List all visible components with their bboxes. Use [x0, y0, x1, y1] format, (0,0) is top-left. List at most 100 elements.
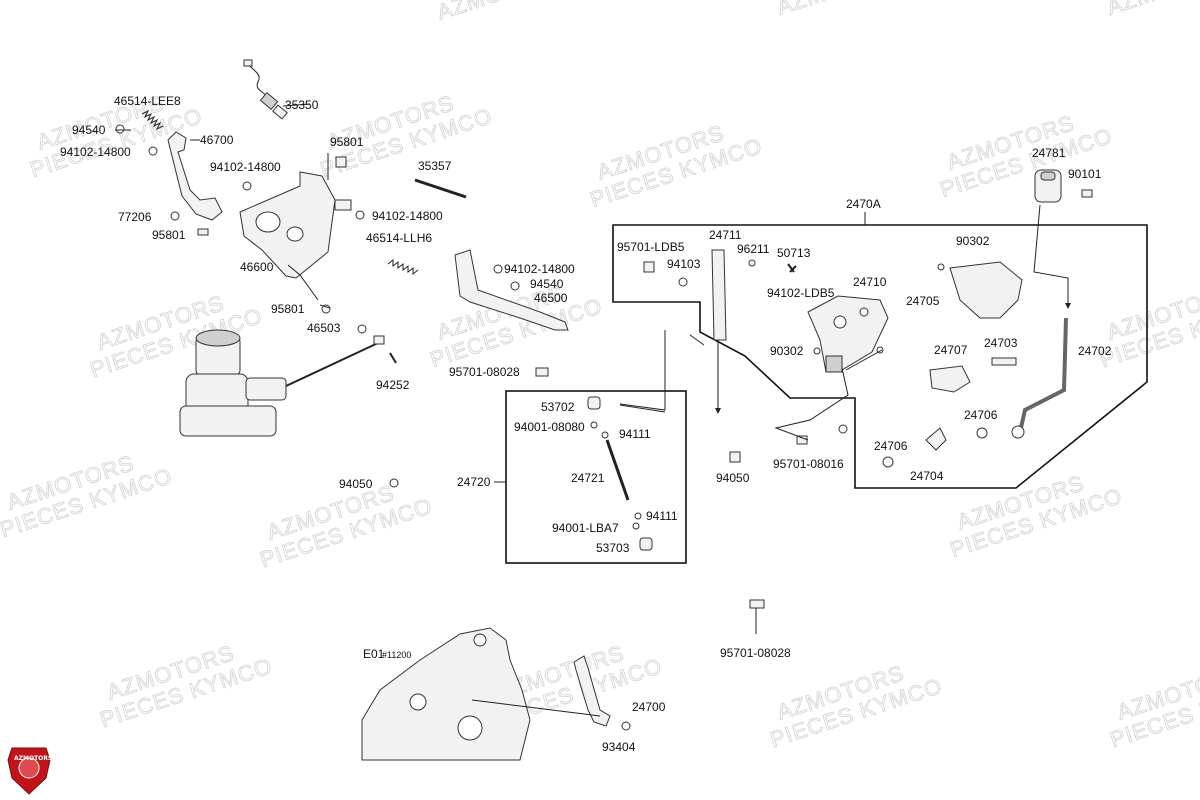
part-94102-14800-washer	[355, 210, 365, 220]
leader-line	[619, 330, 666, 411]
part-label: 94102-14800	[210, 160, 281, 174]
group-label-24720: 24720	[457, 475, 491, 489]
part-24721-rod	[605, 439, 630, 501]
part-label: 24710	[853, 275, 887, 289]
part-46514-LEE8-spring	[141, 109, 164, 131]
part-label: 95701-08016	[773, 457, 844, 471]
part-label: 46514-LEE8	[114, 94, 181, 108]
leader-line	[689, 334, 705, 346]
part-95701-LDB5-bolt	[643, 261, 655, 273]
part-95701-08028-bolt	[535, 367, 549, 377]
arrow-head	[715, 408, 721, 414]
watermark: AZMOTORS PIECES KYMCO	[587, 120, 766, 213]
part-24703-pin	[991, 357, 1017, 366]
leader-line	[845, 349, 883, 371]
part-46700-pedal-lever	[167, 131, 223, 221]
part-24710-plate	[807, 295, 889, 373]
part-94540-washer	[115, 124, 125, 134]
part-label: 95801	[152, 228, 186, 242]
part-label: 90101	[1068, 167, 1102, 181]
part-label: 94111	[619, 427, 651, 441]
part-label: 46503	[307, 321, 341, 335]
knob-top	[1040, 171, 1056, 181]
part-label: 94001-LBA7	[552, 521, 619, 535]
part-label: 95701-08028	[449, 365, 520, 379]
part-24711-link	[711, 249, 727, 341]
part-24702-rod	[1018, 317, 1068, 433]
part-77206-pin	[170, 211, 180, 221]
housing-port	[457, 715, 483, 741]
part-35350-sensor	[243, 59, 288, 120]
leader-line	[1033, 204, 1069, 305]
watermark: AZMOTORS	[433, 0, 567, 25]
part-94102-14800-washer	[148, 146, 158, 156]
part-94111-washer	[601, 431, 609, 439]
part-94102-14800-washer	[493, 264, 503, 274]
part-label: 90302	[956, 234, 990, 248]
engine-ref-label: E01	[363, 647, 385, 661]
part-93404-bolt	[621, 721, 631, 731]
rod-end	[1011, 425, 1025, 439]
arrow-head	[1065, 303, 1071, 309]
part-24700-bracket	[573, 655, 611, 727]
part-90302-nut	[813, 347, 821, 355]
part-label: 46700	[200, 133, 234, 147]
part-95801-bolt	[197, 228, 209, 236]
part-24710-block	[825, 355, 843, 373]
part-label: 24702	[1078, 344, 1112, 358]
part-95701-08028-bolt	[749, 599, 765, 609]
assembly-box-2470A	[612, 224, 1148, 489]
part-shaft	[334, 199, 352, 211]
part-label: 90302	[770, 344, 804, 358]
plate-hole	[833, 315, 847, 329]
part-94050-nut	[729, 451, 741, 463]
part-label: 24706	[964, 408, 998, 422]
part-24706-bushing	[976, 427, 988, 439]
part-94111-washer	[634, 512, 642, 520]
part-label: 24707	[934, 343, 968, 357]
part-label: 35357	[418, 159, 452, 173]
part-label: 53703	[596, 541, 630, 555]
part-label: 94103	[667, 257, 701, 271]
part-label: 94102-LDB5	[767, 286, 835, 300]
leader-line	[619, 404, 666, 413]
part-53703-rod-end	[639, 537, 653, 551]
watermark: AZMOTORS PIECES KYMCO	[0, 450, 176, 543]
part-engine-housing	[361, 627, 531, 761]
part-95701-08016-bolt	[796, 435, 808, 445]
svg-text:AZMOTORS: AZMOTORS	[774, 0, 908, 20]
engine-ref-serial: #11200	[382, 650, 411, 660]
watermark: AZMOTORS PIECES KYMCO	[1107, 660, 1200, 753]
part-94102-14800-washer	[242, 181, 252, 191]
part-label: 94102-14800	[504, 262, 575, 276]
part-46514-LLH6-spring	[387, 258, 419, 276]
svg-text:AZMOTORS: AZMOTORS	[14, 755, 52, 762]
part-label: 24703	[984, 336, 1018, 350]
part-label: 24700	[632, 700, 666, 714]
leader-line	[282, 103, 311, 107]
part-90302-nut	[937, 263, 945, 271]
part-label: 96211	[737, 242, 770, 256]
housing-port	[409, 693, 427, 711]
part-95801-bolt	[335, 156, 347, 168]
watermark: AZMOTORS PIECES KYMCO	[937, 110, 1116, 203]
part-label: 53702	[541, 400, 575, 414]
part-label: 94102-14800	[372, 209, 443, 223]
part-label: 93404	[602, 740, 636, 754]
part-label: 35350	[285, 98, 319, 112]
part-53702-rod-end	[587, 396, 601, 410]
leader-line	[471, 699, 601, 717]
part-94001-08080-nut	[590, 421, 598, 429]
part-label: 46500	[534, 291, 568, 305]
group-label-2470A: 2470A	[846, 197, 881, 211]
leader-line	[319, 304, 331, 309]
part-94001-LBA7-nut	[632, 522, 640, 530]
part-label: 24781	[1032, 146, 1066, 160]
bracket-hole	[255, 211, 281, 233]
part-94103-washer	[678, 277, 688, 287]
part-labels: 35350 46514-LEE8 94540 46700 94102-14800…	[60, 94, 1112, 754]
part-94252-clip	[389, 352, 397, 364]
part-94050-nut	[389, 478, 399, 488]
